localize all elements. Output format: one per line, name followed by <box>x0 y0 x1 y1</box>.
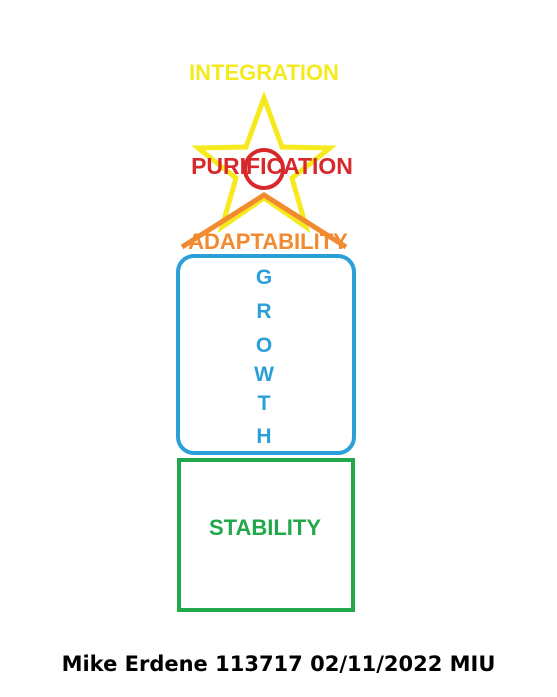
stability-box <box>177 458 355 612</box>
stability-label: STABILITY <box>209 515 321 540</box>
circle-icon <box>243 148 285 190</box>
growth-letter: T <box>258 392 271 415</box>
growth-letter: W <box>254 363 274 386</box>
roof-shape <box>180 192 348 250</box>
adaptability-label: ADAPTABILITY <box>188 229 348 254</box>
growth-letter: O <box>256 334 272 357</box>
growth-letter: R <box>256 300 271 323</box>
growth-letter: H <box>256 425 271 448</box>
growth-letter: G <box>256 266 272 289</box>
growth-label: G R O W T H <box>254 266 274 448</box>
growth-box <box>176 254 356 455</box>
integration-label: INTEGRATION <box>189 60 339 85</box>
purification-label: PURIFICATION <box>191 153 353 179</box>
author-footer: Mike Erdene 113717 02/11/2022 MIU <box>61 652 496 676</box>
star-icon <box>190 90 338 234</box>
